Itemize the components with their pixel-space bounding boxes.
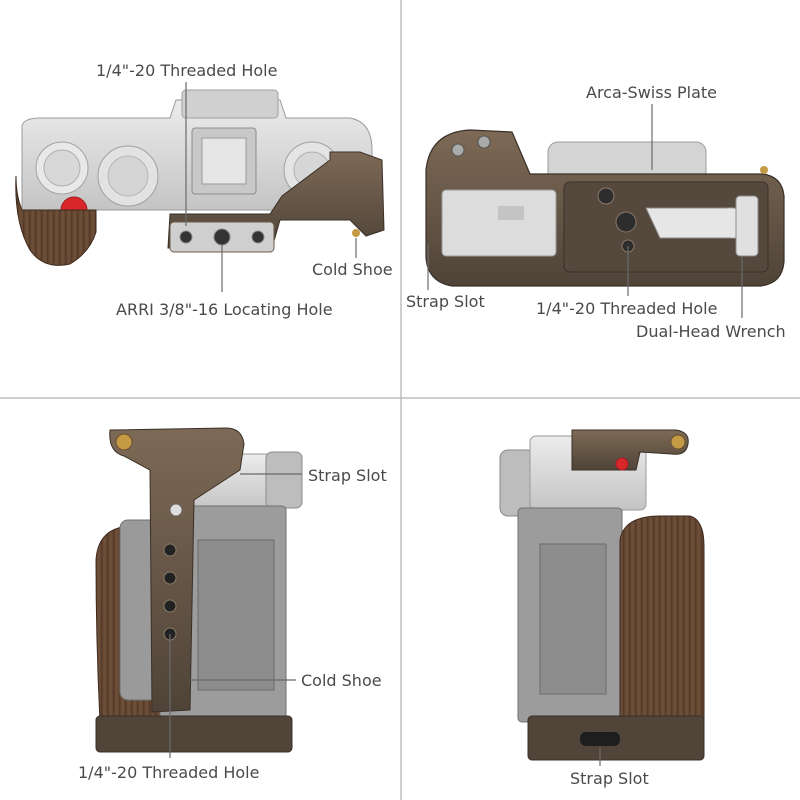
- camera-side-view-left: [95, 427, 303, 753]
- label-strap-slot-top-right: Strap Slot: [406, 292, 485, 311]
- label-threaded-hole-bottom-view: 1/4"-20 Threaded Hole: [536, 299, 717, 318]
- panel-top-view: 1/4"-20 Threaded Hole Cold Shoe ARRI 3/8…: [15, 61, 393, 319]
- label-threaded-hole-top: 1/4"-20 Threaded Hole: [96, 61, 277, 80]
- panel-bottom-view: Arca-Swiss Plate Strap Slot 1/4"-20 Thre…: [406, 83, 786, 341]
- camera-side-view-right: [499, 429, 705, 761]
- panel-side-view-right: Strap Slot: [499, 429, 705, 788]
- label-cold-shoe-side: Cold Shoe: [301, 671, 382, 690]
- label-strap-slot-bottom: Strap Slot: [570, 769, 649, 788]
- label-threaded-hole-side: 1/4"-20 Threaded Hole: [78, 763, 259, 782]
- label-arri-hole: ARRI 3/8"-16 Locating Hole: [116, 300, 333, 319]
- panel-side-view-left: Strap Slot Cold Shoe 1/4"-20 Threaded Ho…: [78, 427, 387, 782]
- camera-top-view: [15, 89, 385, 266]
- label-strap-slot-side: Strap Slot: [308, 466, 387, 485]
- label-dual-head-wrench: Dual-Head Wrench: [636, 322, 786, 341]
- camera-bottom-view: [425, 129, 785, 287]
- label-cold-shoe-top: Cold Shoe: [312, 260, 393, 279]
- label-arca-plate: Arca-Swiss Plate: [586, 83, 717, 102]
